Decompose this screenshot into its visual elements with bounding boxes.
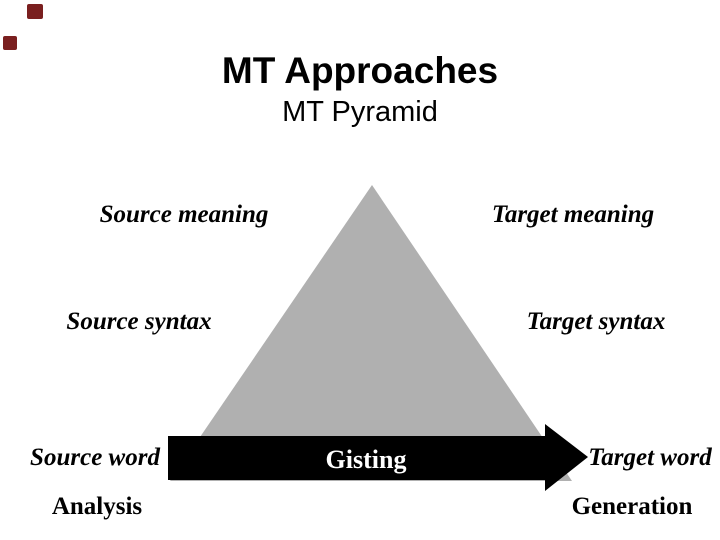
label-target-word: Target word (588, 444, 712, 471)
label-source-meaning: Source meaning (99, 201, 269, 228)
label-target-meaning: Target meaning (491, 201, 655, 228)
label-source-word: Source word (30, 444, 160, 471)
label-analysis: Analysis (51, 493, 143, 520)
decor-square-left (3, 36, 17, 50)
pyramid-triangle (170, 185, 572, 481)
gisting-arrow (168, 424, 588, 491)
label-generation: Generation (571, 493, 693, 520)
label-gisting: Gisting (325, 445, 407, 474)
label-source-syntax: Source syntax (66, 308, 212, 335)
decor-square-top (27, 4, 43, 19)
slide-title: MT Approaches (221, 50, 499, 91)
slide-subtitle: MT Pyramid (282, 96, 438, 128)
label-target-syntax: Target syntax (526, 308, 666, 335)
